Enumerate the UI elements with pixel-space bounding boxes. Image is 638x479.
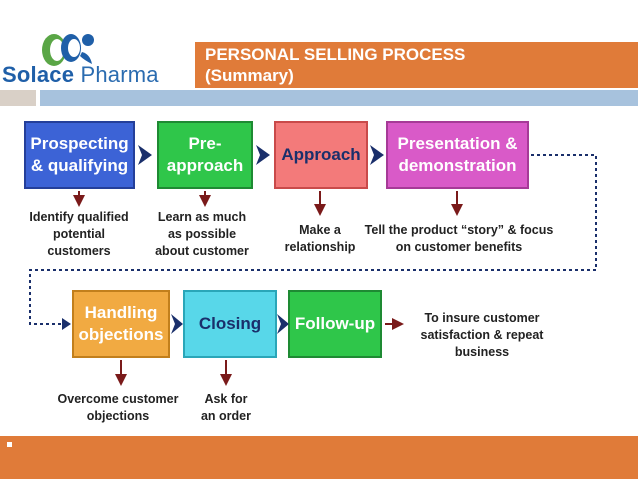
note-pre-approach: Learn as much as possible about customer [146,209,258,260]
page-title: PERSONAL SELLING PROCESS (Summary) [205,44,465,86]
note-prospecting: Identify qualified potential customers [16,209,142,260]
chevron-arrow-2 [256,145,270,165]
title-line-2: (Summary) [205,66,294,85]
stage-handling-line1: Handling [84,303,158,322]
note-handling-line1: Overcome customer [57,392,179,406]
note-outcome-line3: business [454,345,510,359]
stage-closing: Closing [183,290,277,358]
logo-text: Solace Pharma [2,62,159,88]
stage-approach-line1: Approach [281,145,361,164]
stage-handling-line2: objections [78,325,164,344]
stage-presentation: Presentation & demonstration [386,121,529,189]
stage-pre-approach: Pre-approach [157,121,253,189]
chevron-arrow-1 [138,145,152,165]
title-line-1: PERSONAL SELLING PROCESS [205,45,466,64]
note-approach: Make a relationship [270,222,370,256]
note-prospecting-line2: potential [52,227,106,241]
dotted-connector [29,154,597,325]
note-pre-approach-line1: Learn as much [157,210,247,224]
stage-pre-approach-line1: Pre- [188,134,222,153]
note-outcome-line1: To insure customer [424,311,540,325]
note-pre-approach-line2: as possible [167,227,237,241]
stage-prospecting-line1: Prospecting [30,134,129,153]
stage-approach: Approach [274,121,368,189]
note-closing-line2: an order [200,409,251,423]
chevron-arrow-4 [171,314,183,334]
title-bar [195,42,638,88]
note-prospecting-line1: Identify qualified [29,210,129,224]
header-strip-blue [40,90,638,106]
stage-presentation-line1: Presentation & [397,134,518,153]
note-presentation-line2: on customer benefits [395,240,523,254]
solace-logo-icon [42,34,94,66]
note-presentation: Tell the product “story” & focus on cust… [364,222,554,256]
stage-closing-line1: Closing [198,314,262,333]
stage-handling: Handling objections [72,290,170,358]
stage-prospecting-line2: & qualifying [30,156,129,175]
note-outcome: To insure customer satisfaction & repeat… [402,310,562,361]
note-closing-line1: Ask for [204,392,248,406]
note-outcome-line2: satisfaction & repeat [420,328,544,342]
note-prospecting-line3: customers [47,244,111,258]
bullet-marker [7,442,12,447]
note-handling-line2: objections [86,409,150,423]
footer-bar [0,436,638,479]
dotted-connector-arrowhead [62,318,71,330]
note-handling: Overcome customer objections [48,391,188,425]
chevron-arrow-5 [277,314,289,334]
note-approach-line2: relationship [284,240,356,254]
stage-follow-up-line1: Follow-up [294,314,376,333]
note-closing: Ask for an order [186,391,266,425]
note-approach-line1: Make a [299,223,341,237]
stage-pre-approach-line2: approach [166,156,244,175]
stage-presentation-line2: demonstration [398,156,517,175]
stage-prospecting: Prospecting & qualifying [24,121,135,189]
stage-follow-up: Follow-up [288,290,382,358]
logo-text-solace: Solace [2,62,75,87]
logo-text-pharma: Pharma [74,62,159,87]
header-strip-gray [0,90,36,106]
chevron-arrow-3 [370,145,384,165]
note-presentation-line1: Tell the product “story” & focus [364,223,554,237]
note-pre-approach-line3: about customer [155,244,249,258]
